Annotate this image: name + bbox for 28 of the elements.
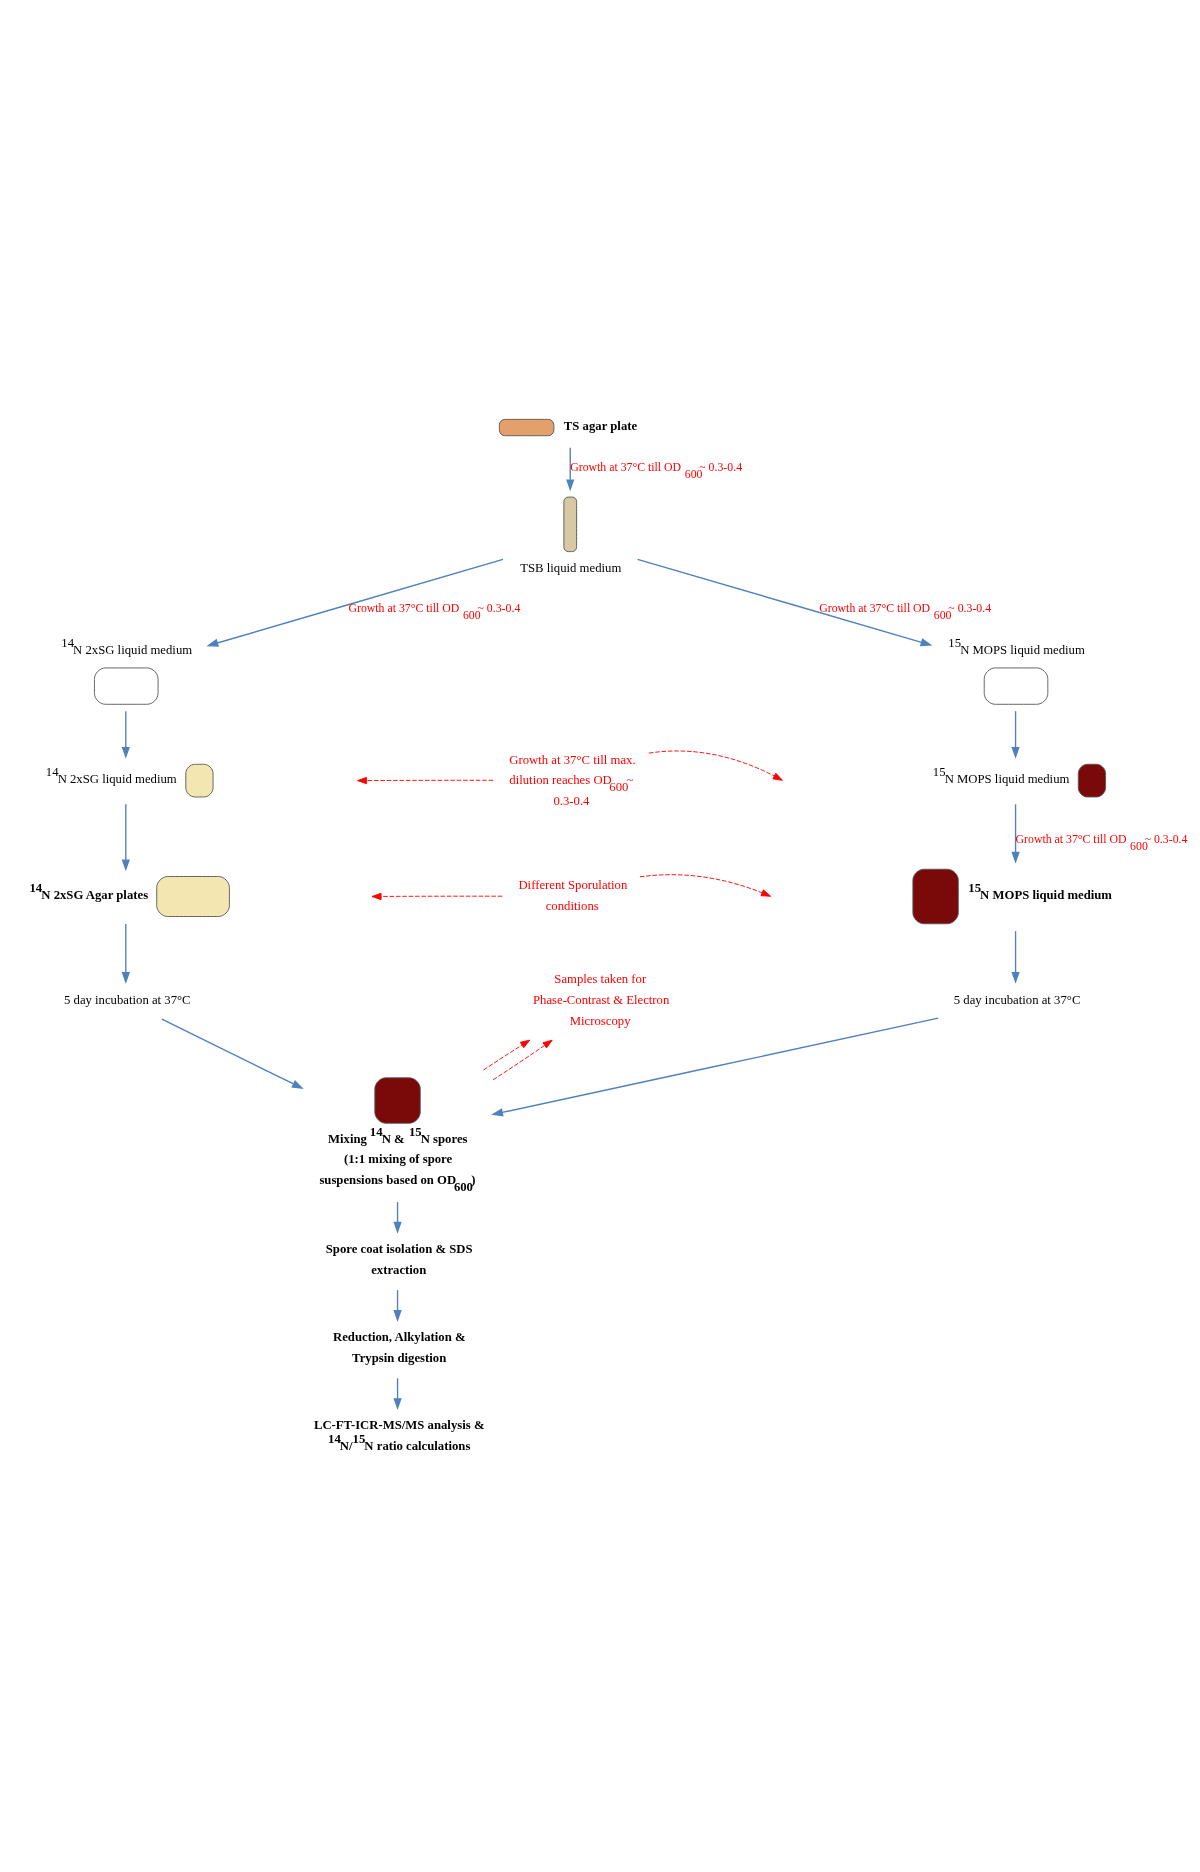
- node-label: TS agar plate: [563, 418, 638, 433]
- node-text: Samples taken for Phase-Contrast & Electron Microscopy: [532, 971, 670, 1028]
- arrow: [393, 1288, 402, 1322]
- arrow: [1011, 803, 1020, 864]
- arrow: [1011, 930, 1020, 984]
- node-label: TSB liquid medium: [520, 560, 622, 575]
- arrow: [121, 803, 130, 871]
- node-text: 5 day incubation at 37°C: [64, 992, 191, 1007]
- arrow: [492, 1039, 553, 1080]
- arrow: [566, 446, 575, 491]
- arrow: [371, 892, 503, 900]
- arrow: [1011, 710, 1020, 759]
- node-text: Reduction, Alkylation & Trypsin digestion: [333, 1329, 466, 1365]
- arrow: [357, 776, 494, 784]
- arrow: [482, 1039, 531, 1071]
- node-text: Spore coat isolation & SDS extraction: [325, 1241, 473, 1277]
- arrow: [161, 1018, 304, 1089]
- arrow: [393, 1377, 402, 1410]
- node-text: Different Sporulation conditions: [518, 877, 628, 913]
- arrow: [121, 710, 130, 759]
- node-text: 5 day incubation at 37°C: [953, 992, 1081, 1007]
- arrow: [206, 558, 504, 647]
- arrow: [121, 922, 130, 984]
- arrow: [648, 750, 783, 781]
- arrow: [636, 558, 933, 646]
- arrow: [491, 1017, 939, 1116]
- arrow: [393, 1200, 402, 1234]
- arrow: [639, 873, 772, 897]
